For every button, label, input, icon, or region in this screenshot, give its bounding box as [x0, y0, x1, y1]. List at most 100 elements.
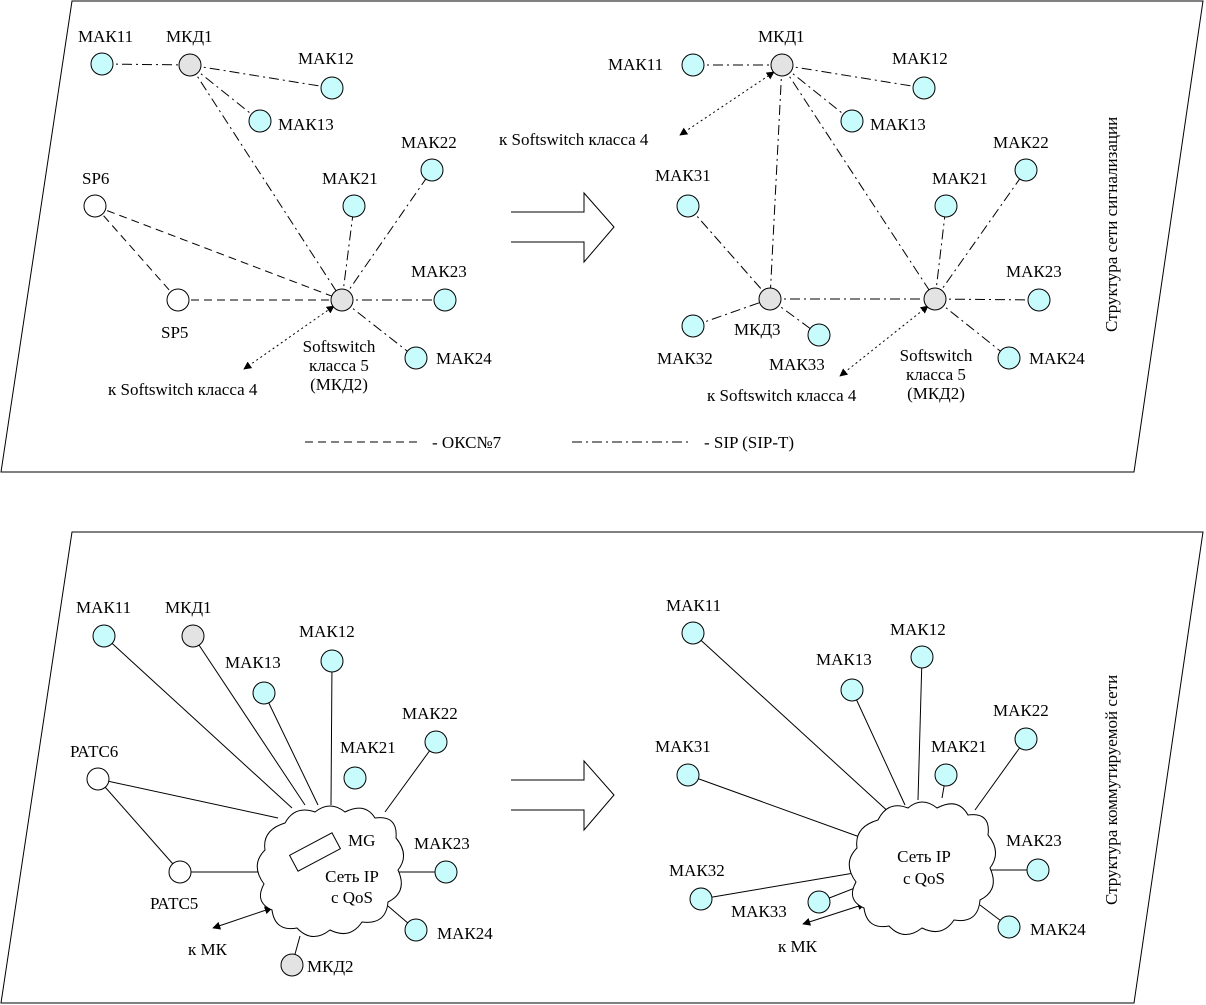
label-mak33: МАК33 [769, 355, 825, 374]
label-mak21: МАК21 [932, 169, 988, 188]
label-softswitch-line1: Softswitch [900, 346, 973, 365]
label-cloud-right-line1: Сеть IP [897, 847, 951, 866]
node-patc6 [86, 767, 110, 791]
node-mak32 [681, 314, 705, 338]
node-mak13 [248, 109, 272, 133]
label-mak11: МАК11 [76, 598, 131, 617]
label-cloud-left-line1: Сеть IP [325, 867, 379, 886]
label-mak11: МАК11 [608, 55, 663, 74]
ip-cloud-left [256, 805, 404, 937]
left-ss7-links [94, 205, 343, 301]
arrow-to-softswitch4-left [243, 305, 335, 370]
arrow-to-mk-right [802, 902, 866, 926]
link-mkd1-mak12 [189, 64, 333, 89]
node-mkd1 [178, 53, 202, 77]
label-to-softswitch4: к Softswitch класса 4 [108, 380, 258, 399]
link-ss5-mak23 [934, 298, 1040, 301]
label-mak23: МАК23 [1006, 831, 1062, 850]
link-mak31-mkd3 [687, 205, 771, 300]
node-mak12 [912, 76, 936, 100]
label-mak32: МАК32 [669, 861, 725, 880]
node-softswitch5 [330, 288, 354, 312]
legend-dashdot-label: - SIP (SIP-T) [704, 433, 794, 452]
right-signaling-labels: МКД1 МАК11 МАК12 к Softswitch класса 4 М… [499, 27, 1085, 405]
link-ss5-mak24 [341, 299, 417, 359]
label-mak22: МАК22 [993, 133, 1049, 152]
label-mak24: МАК24 [437, 924, 493, 943]
node-mak11 [681, 621, 705, 645]
label-mak33: МАК33 [731, 902, 787, 921]
node-mak21 [934, 763, 958, 787]
node-mak12 [320, 76, 344, 100]
label-mak13: МАК13 [870, 115, 926, 134]
side-title-top: Структура сети сигнализации [1102, 117, 1121, 332]
label-mak13: МАК13 [225, 653, 281, 672]
label-mak23: МАК23 [411, 262, 467, 281]
link-ss5-mak21 [934, 205, 947, 300]
legend-dashed-label: - ОКС№7 [432, 433, 502, 452]
node-mak21 [343, 766, 367, 790]
link-sp6-sp5 [94, 205, 179, 301]
link-ss5-mak22 [341, 169, 433, 301]
label-mak31: МАК31 [655, 737, 711, 756]
link-ss5-mak22 [934, 169, 1027, 300]
label-mak21: МАК21 [322, 169, 378, 188]
switched-network-panel: MG Сеть IP с QoS МАК11 МКД1 МАК12 МАК13 … [0, 531, 1204, 1004]
node-mak13 [840, 109, 864, 133]
label-mak13: МАК13 [816, 650, 872, 669]
node-mak11 [681, 53, 705, 77]
node-mak23 [433, 288, 457, 312]
node-mak11 [90, 52, 114, 76]
label-cloud-right-line2: с QoS [903, 869, 945, 888]
node-mak12 [910, 645, 934, 669]
label-mak11: МАК11 [78, 27, 133, 46]
label-softswitch-line2: класса 5 [906, 365, 966, 384]
node-mak22 [1014, 727, 1038, 751]
arrow-to-mk-left [212, 906, 273, 930]
left-switched-nodes [86, 624, 458, 977]
node-mkd1 [770, 53, 794, 77]
label-mak12: МАК12 [892, 49, 948, 68]
label-mkd2: МКД2 [307, 957, 354, 976]
arrow-to-softswitch4-right-top [679, 71, 775, 136]
label-softswitch-line2: класса 5 [309, 356, 369, 375]
node-mak23 [434, 860, 458, 884]
label-mg: MG [348, 831, 375, 850]
node-softswitch5 [923, 287, 947, 311]
node-mak23 [1027, 288, 1051, 312]
node-mak32 [689, 887, 713, 911]
label-to-mk: к МК [778, 937, 818, 956]
label-mkd3: МКД3 [734, 320, 781, 339]
node-mak22 [1014, 158, 1038, 182]
transition-arrow-top [511, 191, 615, 264]
node-mak21 [934, 194, 958, 218]
node-mak24 [404, 918, 428, 942]
label-mak11: МАК11 [666, 596, 721, 615]
link-mkd1-mak13 [189, 64, 261, 122]
node-mak31 [676, 763, 700, 787]
link-mkd1-mak13 [781, 64, 853, 122]
right-switched-links [687, 632, 1038, 928]
label-softswitch-line3: (МКД2) [310, 375, 368, 394]
label-mak22: МАК22 [401, 133, 457, 152]
label-mak12: МАК12 [298, 49, 354, 68]
label-sp5: SP5 [161, 323, 188, 342]
node-mak24 [404, 346, 428, 370]
label-mkd1: МКД1 [165, 598, 212, 617]
right-switched-labels: МАК11 МАК12 МАК13 МАК22 МАК31 МАК21 МАК2… [655, 596, 1086, 956]
node-mak31 [676, 194, 700, 218]
node-mak23 [1026, 858, 1050, 882]
label-mak24: МАК24 [1030, 920, 1086, 939]
label-softswitch-line1: Softswitch [303, 337, 376, 356]
label-mak21: МАК21 [340, 738, 396, 757]
left-signaling-links [101, 63, 445, 359]
node-mkd3 [758, 287, 782, 311]
link-ss5-mak24 [934, 298, 1010, 359]
node-mak24 [997, 346, 1021, 370]
link-mkd1-mak12 [781, 64, 925, 89]
link-mak11-mkd1 [101, 63, 191, 66]
label-to-mk: к МК [188, 940, 228, 959]
node-mak22 [424, 730, 448, 754]
node-mkd1 [181, 624, 205, 648]
